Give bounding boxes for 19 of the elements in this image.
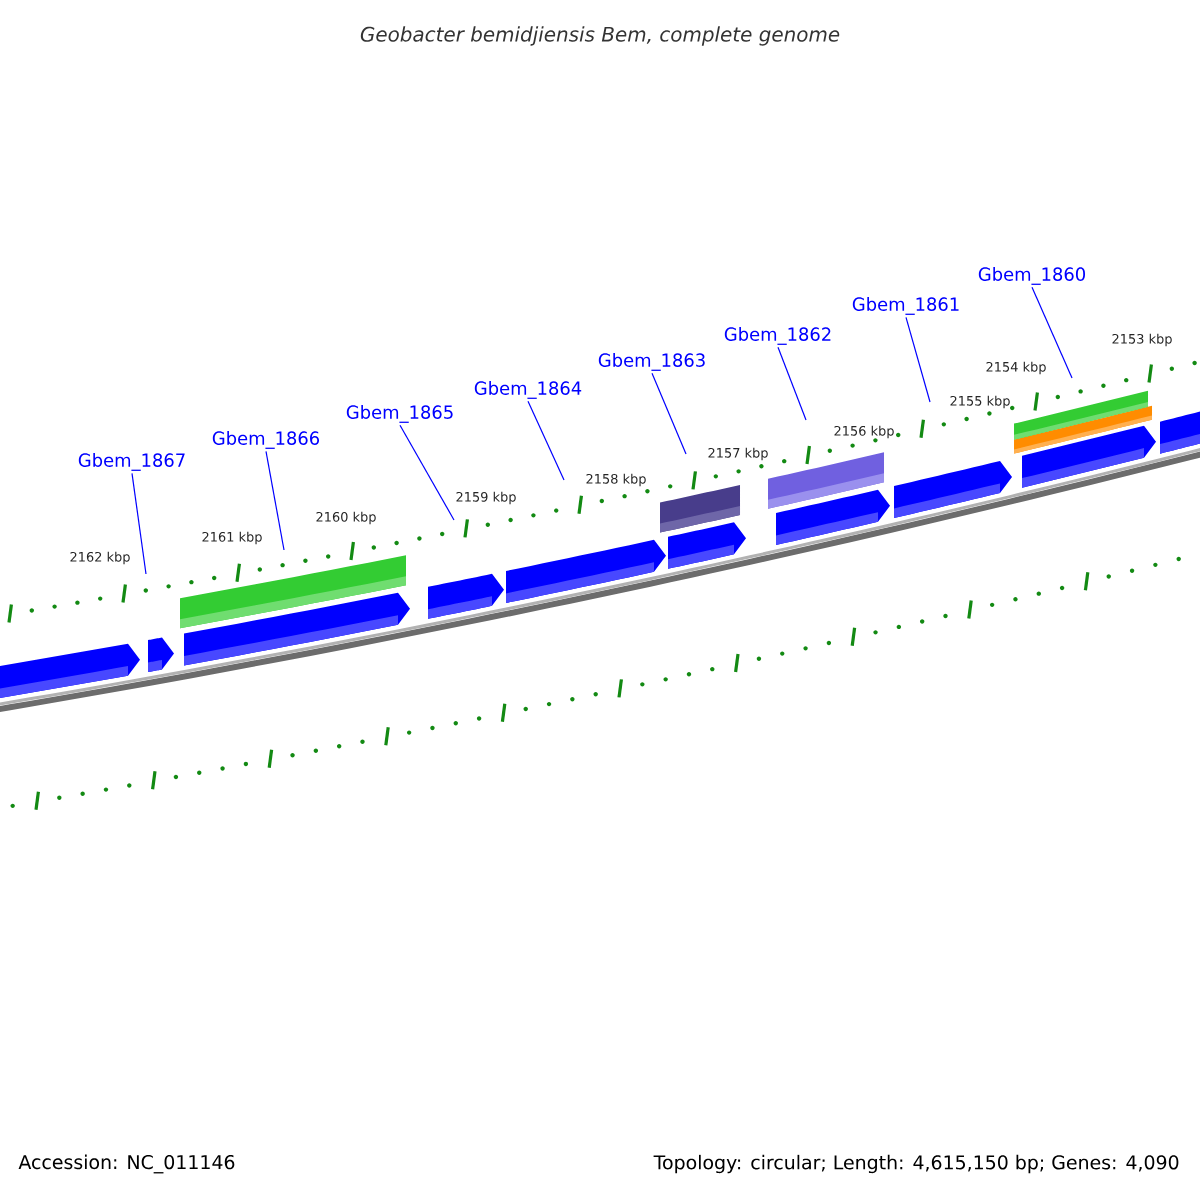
accession-label: Accession: NC_011146 xyxy=(18,1154,235,1174)
leader-line xyxy=(905,316,931,403)
gene-label: Gbem_1861 xyxy=(852,297,959,315)
gene-label: Gbem_1864 xyxy=(474,381,582,399)
gene-label: Gbem_1867 xyxy=(78,453,185,471)
leader-line xyxy=(399,424,455,521)
leader-line xyxy=(1031,286,1073,379)
gene-label: Gbem_1866 xyxy=(212,431,320,449)
gene-label: Gbem_1863 xyxy=(598,353,705,371)
gene-label: Gbem_1865 xyxy=(346,405,453,423)
leader-line xyxy=(265,450,285,551)
leader-line xyxy=(777,346,807,421)
genome-info-label: Topology: circular; Length: 4,615,150 bp; Genes: 4,090 xyxy=(653,1154,1179,1174)
gene-label: Gbem_1862 xyxy=(724,327,831,345)
gene-label: Gbem_1860 xyxy=(978,267,1085,285)
title: Geobacter bemidjiensis Bem, complete genome xyxy=(360,26,840,46)
leader-line xyxy=(527,400,565,481)
leader-line xyxy=(651,372,687,455)
leader-line xyxy=(131,472,147,575)
